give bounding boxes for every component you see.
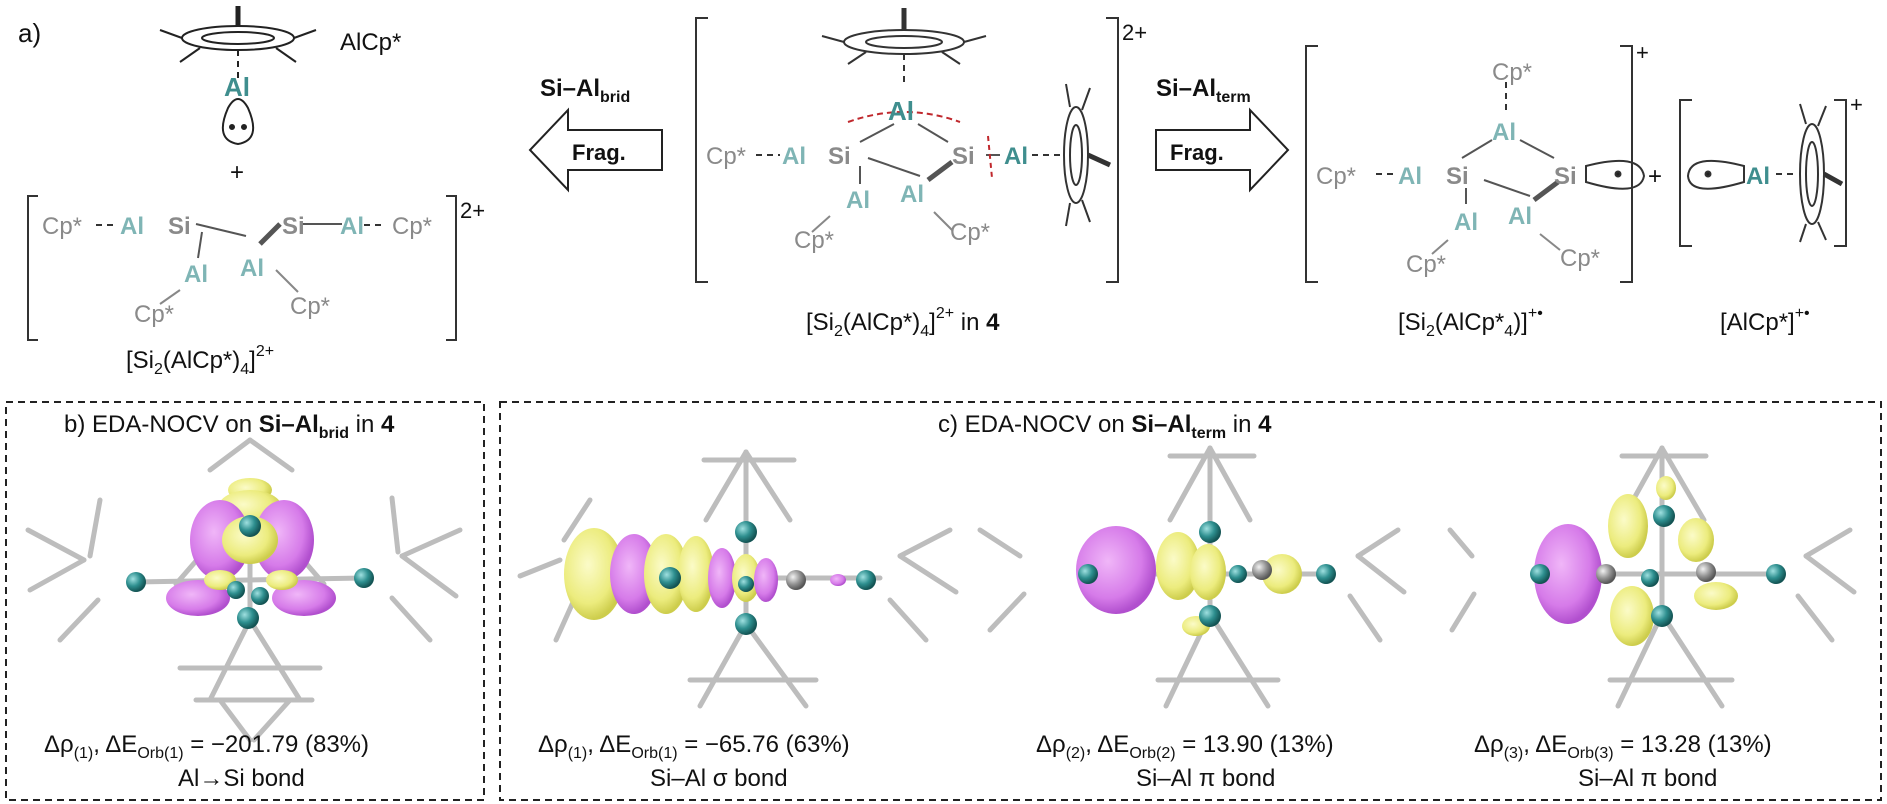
center-ion-charge: 2+ xyxy=(1122,20,1147,45)
panel-a-label: a) xyxy=(18,18,41,48)
center-cp-bottom-right: Cp* xyxy=(950,219,990,246)
r2-formula: [AlCp*]+• xyxy=(1720,305,1810,336)
left-arrow xyxy=(528,107,663,193)
center-formula: [Si2(AlCp*)4]2+ in 4 xyxy=(806,305,1000,340)
alcp-label: AlCp* xyxy=(340,29,401,56)
left-si1: Si xyxy=(168,213,191,240)
right-ion1-structure xyxy=(1305,45,1646,283)
left-al4: Al xyxy=(240,255,264,282)
r1-al-left: Al xyxy=(1398,163,1422,190)
left-al3: Al xyxy=(184,261,208,288)
r1-cp-top: Cp* xyxy=(1492,59,1532,86)
center-al-left: Al xyxy=(782,143,806,170)
left-al2: Al xyxy=(340,213,364,240)
plus-sign-right: + xyxy=(1648,163,1662,190)
panel-c-border xyxy=(499,401,1882,801)
r2-al: Al xyxy=(1746,163,1770,190)
panel-c-orbital-1 xyxy=(517,449,959,709)
right-ion2-structure xyxy=(1679,99,1847,247)
r1-al-bottom-left: Al xyxy=(1454,209,1478,236)
r1-cp-left: Cp* xyxy=(1316,163,1356,190)
panel-b-title: b) EDA-NOCV on Si–Albrid in 4 xyxy=(64,411,395,442)
center-al-bottom-right: Al xyxy=(900,181,924,208)
panel-c-caption-1: Δρ(1), ΔEOrb(1) = −65.76 (63%) xyxy=(538,731,850,762)
left-ion-brackets xyxy=(27,195,457,341)
right-arrow xyxy=(1155,107,1290,193)
center-ion-structure xyxy=(695,8,1119,283)
right-arrow-label: Frag. xyxy=(1170,140,1224,165)
panel-b-caption2: Al→Si bond xyxy=(178,765,305,792)
panel-c-bond-1: Si–Al σ bond xyxy=(650,765,788,792)
left-cp3: Cp* xyxy=(134,301,174,328)
r1-formula: [Si2(AlCp*4)]+• xyxy=(1398,305,1543,340)
r1-al-bottom-right: Al xyxy=(1508,203,1532,230)
alcp-fragment xyxy=(159,6,317,146)
center-cp-bottom-left: Cp* xyxy=(794,227,834,254)
r2-charge: + xyxy=(1850,92,1863,117)
panel-c-orbital-2 xyxy=(977,445,1407,709)
r1-charge: + xyxy=(1636,40,1649,65)
panel-c-caption-3: Δρ(3), ΔEOrb(3) = 13.28 (13%) xyxy=(1474,731,1772,762)
center-si-right: Si xyxy=(952,143,975,170)
plus-sign-left: + xyxy=(230,159,244,186)
center-cp-left: Cp* xyxy=(706,143,746,170)
panel-b-orbital-render xyxy=(25,437,463,743)
r1-si-left: Si xyxy=(1446,163,1469,190)
left-al1: Al xyxy=(120,213,144,240)
panel-c-caption-2: Δρ(2), ΔEOrb(2) = 13.90 (13%) xyxy=(1036,731,1334,762)
left-ion-charge: 2+ xyxy=(460,198,485,223)
center-al-bottom-left: Al xyxy=(846,187,870,214)
panel-b-border xyxy=(5,401,485,801)
r1-cp-bottom-left: Cp* xyxy=(1406,251,1446,278)
left-cp2: Cp* xyxy=(392,213,432,240)
left-arrow-title: Si–Albrid xyxy=(540,75,630,106)
panel-a: a) Al AlCp* + xyxy=(18,6,1863,378)
center-al-top: Al xyxy=(888,96,914,126)
center-al-right: Al xyxy=(1004,143,1028,170)
panel-c-orbital-3 xyxy=(1447,445,1857,709)
left-si2: Si xyxy=(282,213,305,240)
panel-c-bond-3: Si–Al π bond xyxy=(1578,765,1717,792)
left-arrow-label: Frag. xyxy=(572,140,626,165)
alcp-al-atom: Al xyxy=(224,72,250,102)
right-arrow-title: Si–Alterm xyxy=(1156,75,1251,106)
center-si-left: Si xyxy=(828,143,851,170)
panel-c-title: c) EDA-NOCV on Si–Alterm in 4 xyxy=(938,411,1272,442)
r1-al-top: Al xyxy=(1492,119,1516,146)
panel-c-bond-2: Si–Al π bond xyxy=(1136,765,1275,792)
r1-si-right: Si xyxy=(1554,163,1577,190)
panel-b-caption1: Δρ(1), ΔEOrb(1) = −201.79 (83%) xyxy=(44,731,369,762)
left-cp4: Cp* xyxy=(290,293,330,320)
left-cp1: Cp* xyxy=(42,213,82,240)
r1-cp-bottom-right: Cp* xyxy=(1560,245,1600,272)
left-formula: [Si2(AlCp*)4]2+ xyxy=(126,343,274,378)
